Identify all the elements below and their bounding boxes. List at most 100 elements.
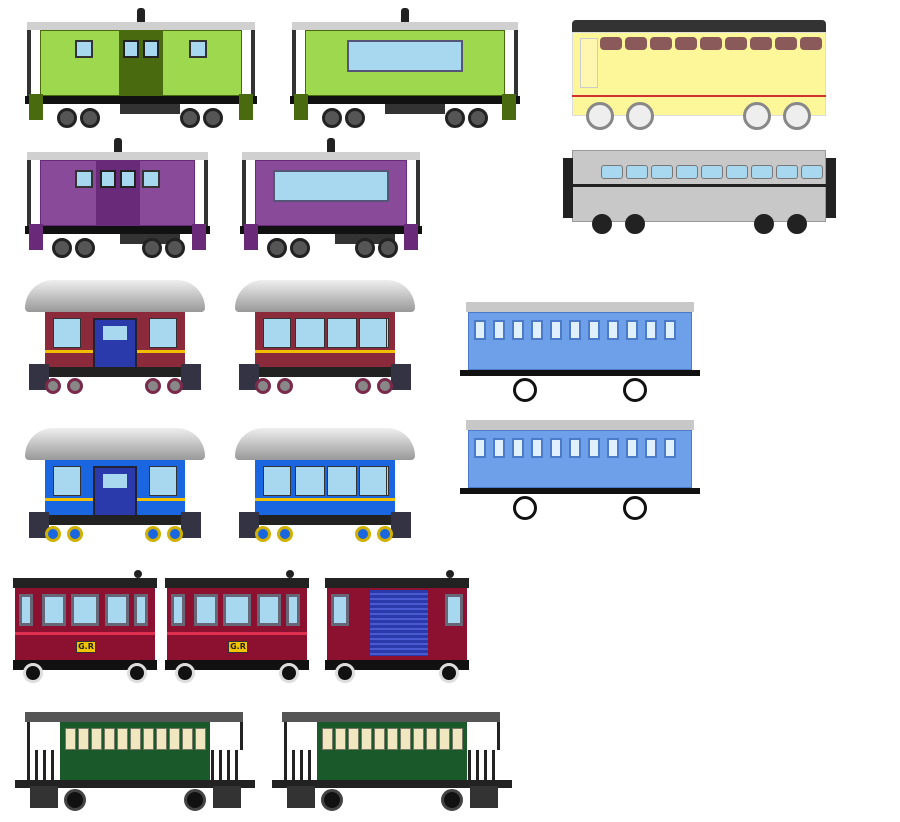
- window: [701, 165, 723, 179]
- window: [426, 728, 437, 750]
- wheel-icon: [180, 108, 200, 128]
- vent: [286, 570, 294, 578]
- window: [123, 40, 139, 58]
- door: [580, 38, 598, 88]
- window: [493, 438, 505, 458]
- wheel-icon: [57, 108, 77, 128]
- window: [91, 728, 102, 750]
- window: [626, 320, 638, 340]
- chimney: [327, 138, 335, 152]
- end-post: [204, 160, 208, 230]
- window: [512, 438, 524, 458]
- step: [244, 224, 258, 250]
- buffer: [391, 364, 411, 390]
- window: [452, 728, 463, 750]
- wheel-icon: [335, 663, 355, 683]
- wheel-icon: [67, 378, 83, 394]
- end: [563, 158, 573, 218]
- end-post: [416, 160, 420, 230]
- wheel-icon: [787, 214, 807, 234]
- window: [130, 728, 141, 750]
- step: [29, 94, 43, 120]
- roof: [235, 428, 415, 460]
- vent: [446, 570, 454, 578]
- window: [263, 466, 291, 496]
- end-post: [27, 160, 31, 230]
- window: [335, 728, 346, 750]
- axlebox: [120, 104, 180, 114]
- window: [726, 165, 748, 179]
- frame: [35, 515, 195, 525]
- step: [404, 224, 418, 250]
- wheel-icon: [167, 378, 183, 394]
- roof: [13, 578, 157, 588]
- coach-label: G.R: [228, 641, 248, 653]
- window: [53, 466, 81, 496]
- end-post: [27, 30, 31, 100]
- wheel-icon: [783, 102, 811, 130]
- wheel-icon: [277, 378, 293, 394]
- window: [626, 165, 648, 179]
- wheel-icon: [142, 238, 162, 258]
- step: [29, 224, 43, 250]
- door-window: [103, 326, 127, 340]
- buffer: [391, 512, 411, 538]
- window: [257, 594, 281, 626]
- window: [142, 170, 160, 188]
- stripe: [167, 632, 307, 635]
- wheel-icon: [592, 214, 612, 234]
- wheel-icon: [165, 238, 185, 258]
- wheel-icon: [355, 526, 371, 542]
- stripe: [255, 350, 395, 353]
- buffer: [239, 512, 259, 538]
- window-band: [347, 40, 463, 72]
- frame: [15, 780, 255, 788]
- roof: [282, 712, 500, 722]
- window: [413, 728, 424, 750]
- wheel-icon: [80, 108, 100, 128]
- window: [295, 318, 325, 348]
- window: [286, 594, 300, 626]
- frame: [165, 660, 309, 670]
- roof: [466, 420, 694, 430]
- window: [331, 594, 349, 626]
- wheel-icon: [255, 378, 271, 394]
- wheel-icon: [439, 663, 459, 683]
- window: [512, 320, 524, 340]
- frame: [460, 488, 700, 494]
- wheel-icon: [513, 378, 537, 402]
- window: [156, 728, 167, 750]
- wheel-icon: [203, 108, 223, 128]
- window: [626, 438, 638, 458]
- window: [651, 165, 673, 179]
- window: [531, 438, 543, 458]
- buffer: [181, 364, 201, 390]
- window: [99, 170, 116, 188]
- end-post: [251, 30, 255, 100]
- buffer: [213, 786, 241, 808]
- window: [664, 320, 676, 340]
- window: [550, 320, 562, 340]
- window: [474, 320, 486, 340]
- window: [53, 318, 81, 348]
- wheel-icon: [67, 526, 83, 542]
- window: [295, 466, 325, 496]
- shutter: [370, 590, 428, 656]
- chimney: [137, 8, 145, 22]
- wheel-icon: [145, 526, 161, 542]
- chimney: [401, 8, 409, 22]
- wheel-icon: [441, 789, 463, 811]
- window: [439, 728, 450, 750]
- frame: [460, 370, 700, 376]
- window: [550, 438, 562, 458]
- window: [134, 594, 148, 626]
- wheel-icon: [623, 378, 647, 402]
- window: [750, 37, 772, 50]
- buffer: [239, 364, 259, 390]
- wheel-icon: [267, 238, 287, 258]
- wheel-icon: [355, 378, 371, 394]
- frame: [13, 660, 157, 670]
- vent: [134, 570, 142, 578]
- end-post: [292, 30, 296, 100]
- window: [607, 320, 619, 340]
